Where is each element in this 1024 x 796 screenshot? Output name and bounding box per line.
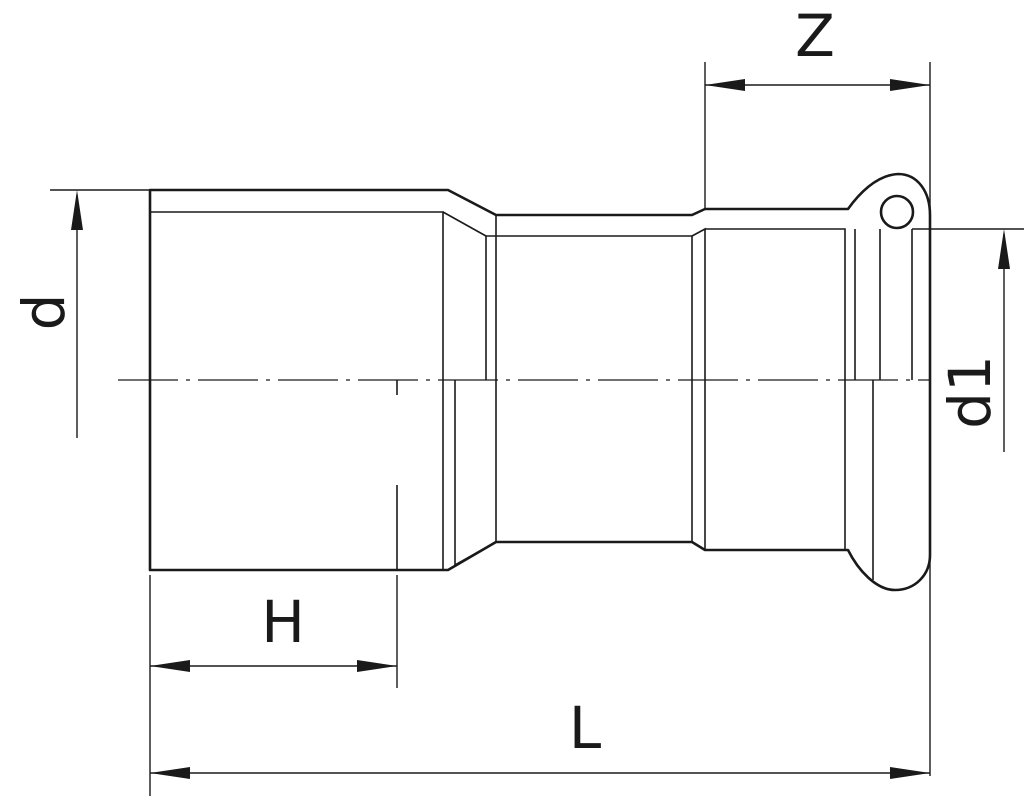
label-h: H [261, 588, 305, 656]
dimension-h: H [149, 575, 398, 796]
cone-inner-top [442, 211, 487, 380]
fitting-body [148, 172, 932, 592]
label-d: d [10, 294, 78, 331]
dimension-d: d [10, 189, 150, 438]
small-end-inner [705, 228, 846, 550]
dimension-d1: d1 [912, 228, 1024, 452]
large-end-bore [150, 211, 444, 570]
small-end-stop [854, 229, 874, 580]
dimension-l: L [150, 694, 930, 779]
bead-lines [879, 229, 913, 380]
label-l: L [569, 694, 601, 762]
label-d1: d1 [936, 355, 1004, 429]
mid-tube-inner [486, 235, 693, 380]
dimension-z: Z [704, 2, 931, 776]
o-ring-circle [879, 194, 915, 230]
cone-inner-bottom [454, 380, 497, 566]
label-z: Z [795, 2, 835, 70]
mid-tube-step [691, 227, 706, 550]
